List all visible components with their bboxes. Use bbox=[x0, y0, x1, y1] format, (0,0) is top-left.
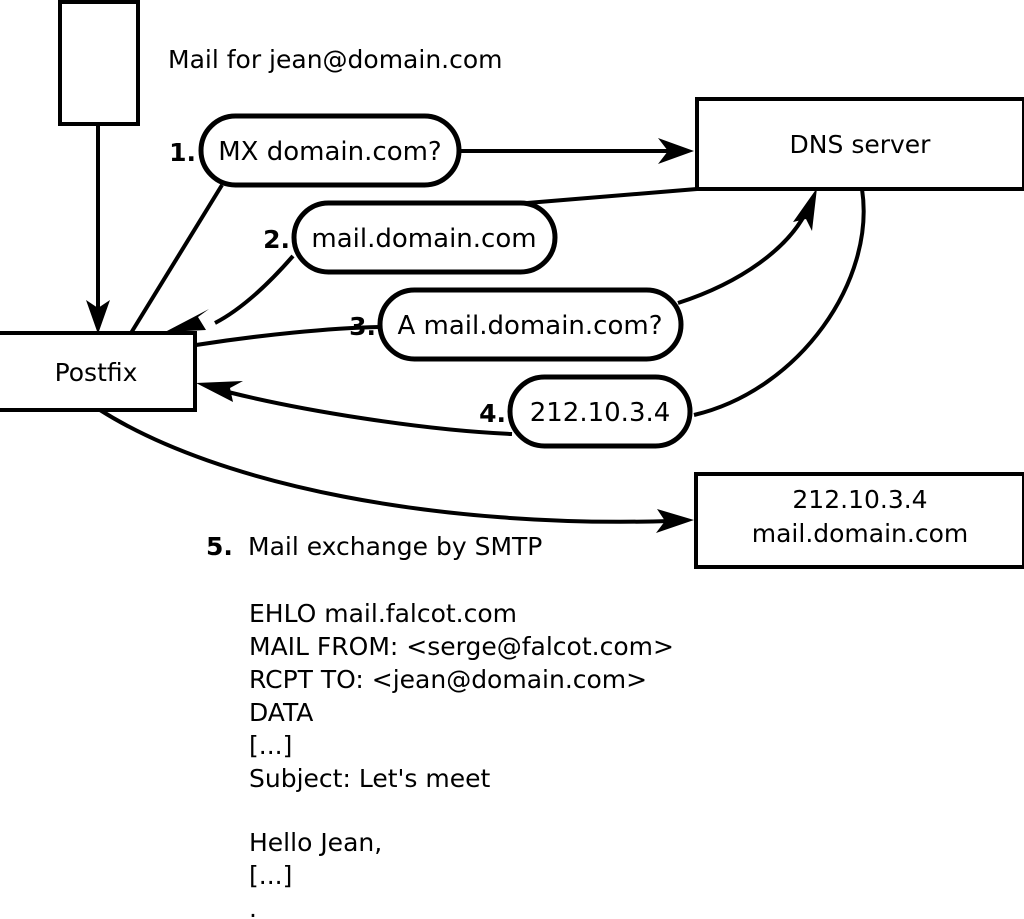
target-ip-label: 212.10.3.4 bbox=[792, 485, 927, 514]
smtp-line-1: EHLO mail.falcot.com bbox=[249, 599, 517, 628]
postfix-label: Postfix bbox=[55, 358, 138, 387]
smtp-line-5: [...] bbox=[249, 731, 292, 760]
step-5-label: Mail exchange by SMTP bbox=[248, 532, 542, 561]
step-5-number: 5. bbox=[206, 532, 233, 561]
node-target-box: 212.10.3.4 mail.domain.com bbox=[694, 472, 1024, 569]
bubble-step-3: A mail.domain.com? 3. bbox=[349, 287, 684, 362]
smtp-line-4: DATA bbox=[249, 698, 313, 727]
smtp-line-6: Subject: Let's meet bbox=[249, 764, 490, 793]
smtp-line-9: [...] bbox=[249, 861, 292, 890]
diagram-caption: Mail for jean@domain.com bbox=[168, 45, 503, 74]
connector-postfix-to-step1 bbox=[129, 183, 224, 335]
step-2-number: 2. bbox=[263, 225, 290, 254]
connector-step3-to-dns bbox=[677, 188, 817, 305]
step-3-number: 3. bbox=[349, 312, 376, 341]
step-4-text: 212.10.3.4 bbox=[530, 398, 671, 428]
node-postfix-box: Postfix bbox=[0, 331, 197, 412]
step-1-number: 1. bbox=[169, 138, 196, 167]
step-4-number: 4. bbox=[479, 399, 506, 428]
smtp-line-2: MAIL FROM: <serge@falcot.com> bbox=[249, 632, 674, 661]
node-client-box bbox=[58, 0, 140, 126]
bubble-step-1: MX domain.com? 1. bbox=[169, 113, 462, 188]
smtp-line-10: . bbox=[249, 894, 257, 919]
connector-postfix-to-step3 bbox=[195, 325, 380, 347]
connector-dns-to-step2 bbox=[526, 187, 698, 205]
connector-step1-to-dns bbox=[459, 138, 694, 164]
step-1-text: MX domain.com? bbox=[218, 137, 441, 167]
connector-client-to-postfix bbox=[86, 124, 110, 334]
bubble-step-2: mail.domain.com 2. bbox=[263, 200, 558, 275]
connector-dns-to-step4 bbox=[693, 188, 866, 417]
connector-step4-to-postfix bbox=[196, 381, 513, 436]
node-dns-box: DNS server bbox=[695, 97, 1024, 191]
dns-server-label: DNS server bbox=[790, 130, 932, 159]
smtp-line-3: RCPT TO: <jean@domain.com> bbox=[249, 665, 647, 694]
target-host-label: mail.domain.com bbox=[752, 519, 968, 548]
bubble-step-4: 212.10.3.4 4. bbox=[479, 374, 693, 449]
connector-postfix-to-target bbox=[98, 408, 694, 533]
connector-step2-to-postfix bbox=[165, 254, 295, 332]
step-2-text: mail.domain.com bbox=[311, 224, 536, 254]
smtp-line-8: Hello Jean, bbox=[249, 828, 382, 857]
step-3-text: A mail.domain.com? bbox=[398, 311, 663, 341]
